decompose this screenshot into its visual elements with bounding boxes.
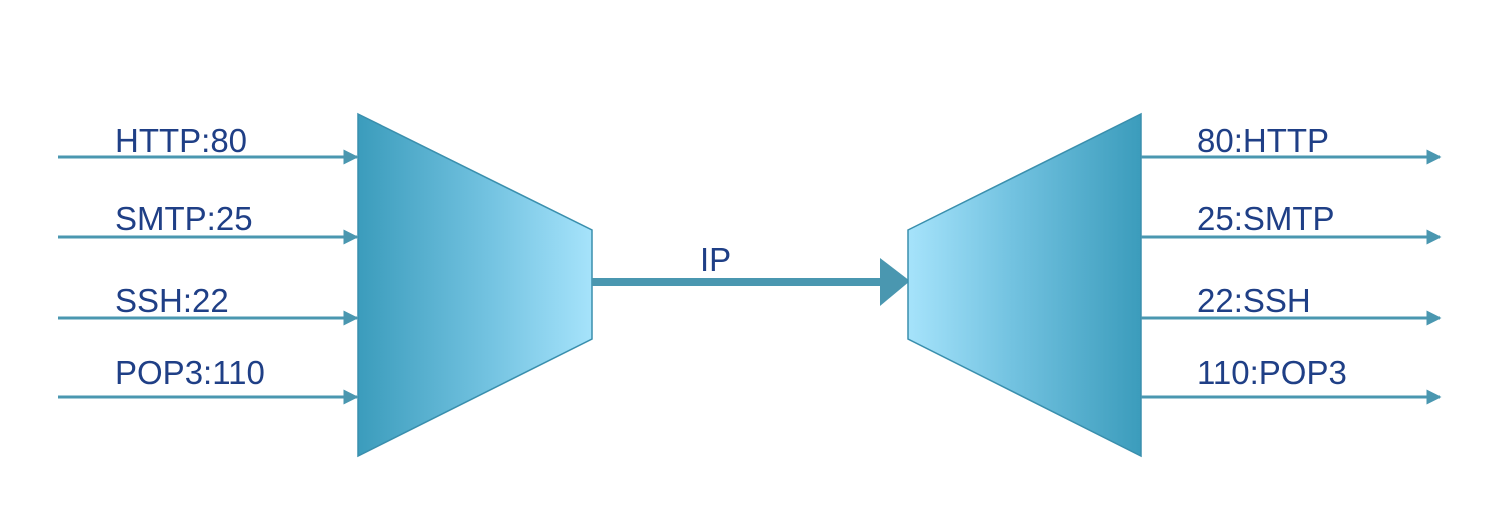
output-label-pop3: 110:POP3 bbox=[1197, 354, 1347, 391]
output-label-http: 80:HTTP bbox=[1197, 122, 1329, 159]
input-lines bbox=[58, 149, 359, 405]
input-label-http: HTTP:80 bbox=[115, 122, 247, 159]
input-label-ssh: SSH:22 bbox=[115, 282, 229, 319]
multiplexer-shape bbox=[357, 112, 593, 458]
demultiplexer-shape bbox=[907, 112, 1142, 458]
output-label-ssh: 22:SSH bbox=[1197, 282, 1311, 319]
input-label-pop3: POP3:110 bbox=[115, 354, 265, 391]
output-label-smtp: 25:SMTP bbox=[1197, 200, 1335, 237]
input-label-smtp: SMTP:25 bbox=[115, 200, 253, 237]
ip-link-label: IP bbox=[700, 241, 731, 278]
ip-link-arrow bbox=[592, 258, 910, 306]
output-lines bbox=[1141, 149, 1442, 405]
